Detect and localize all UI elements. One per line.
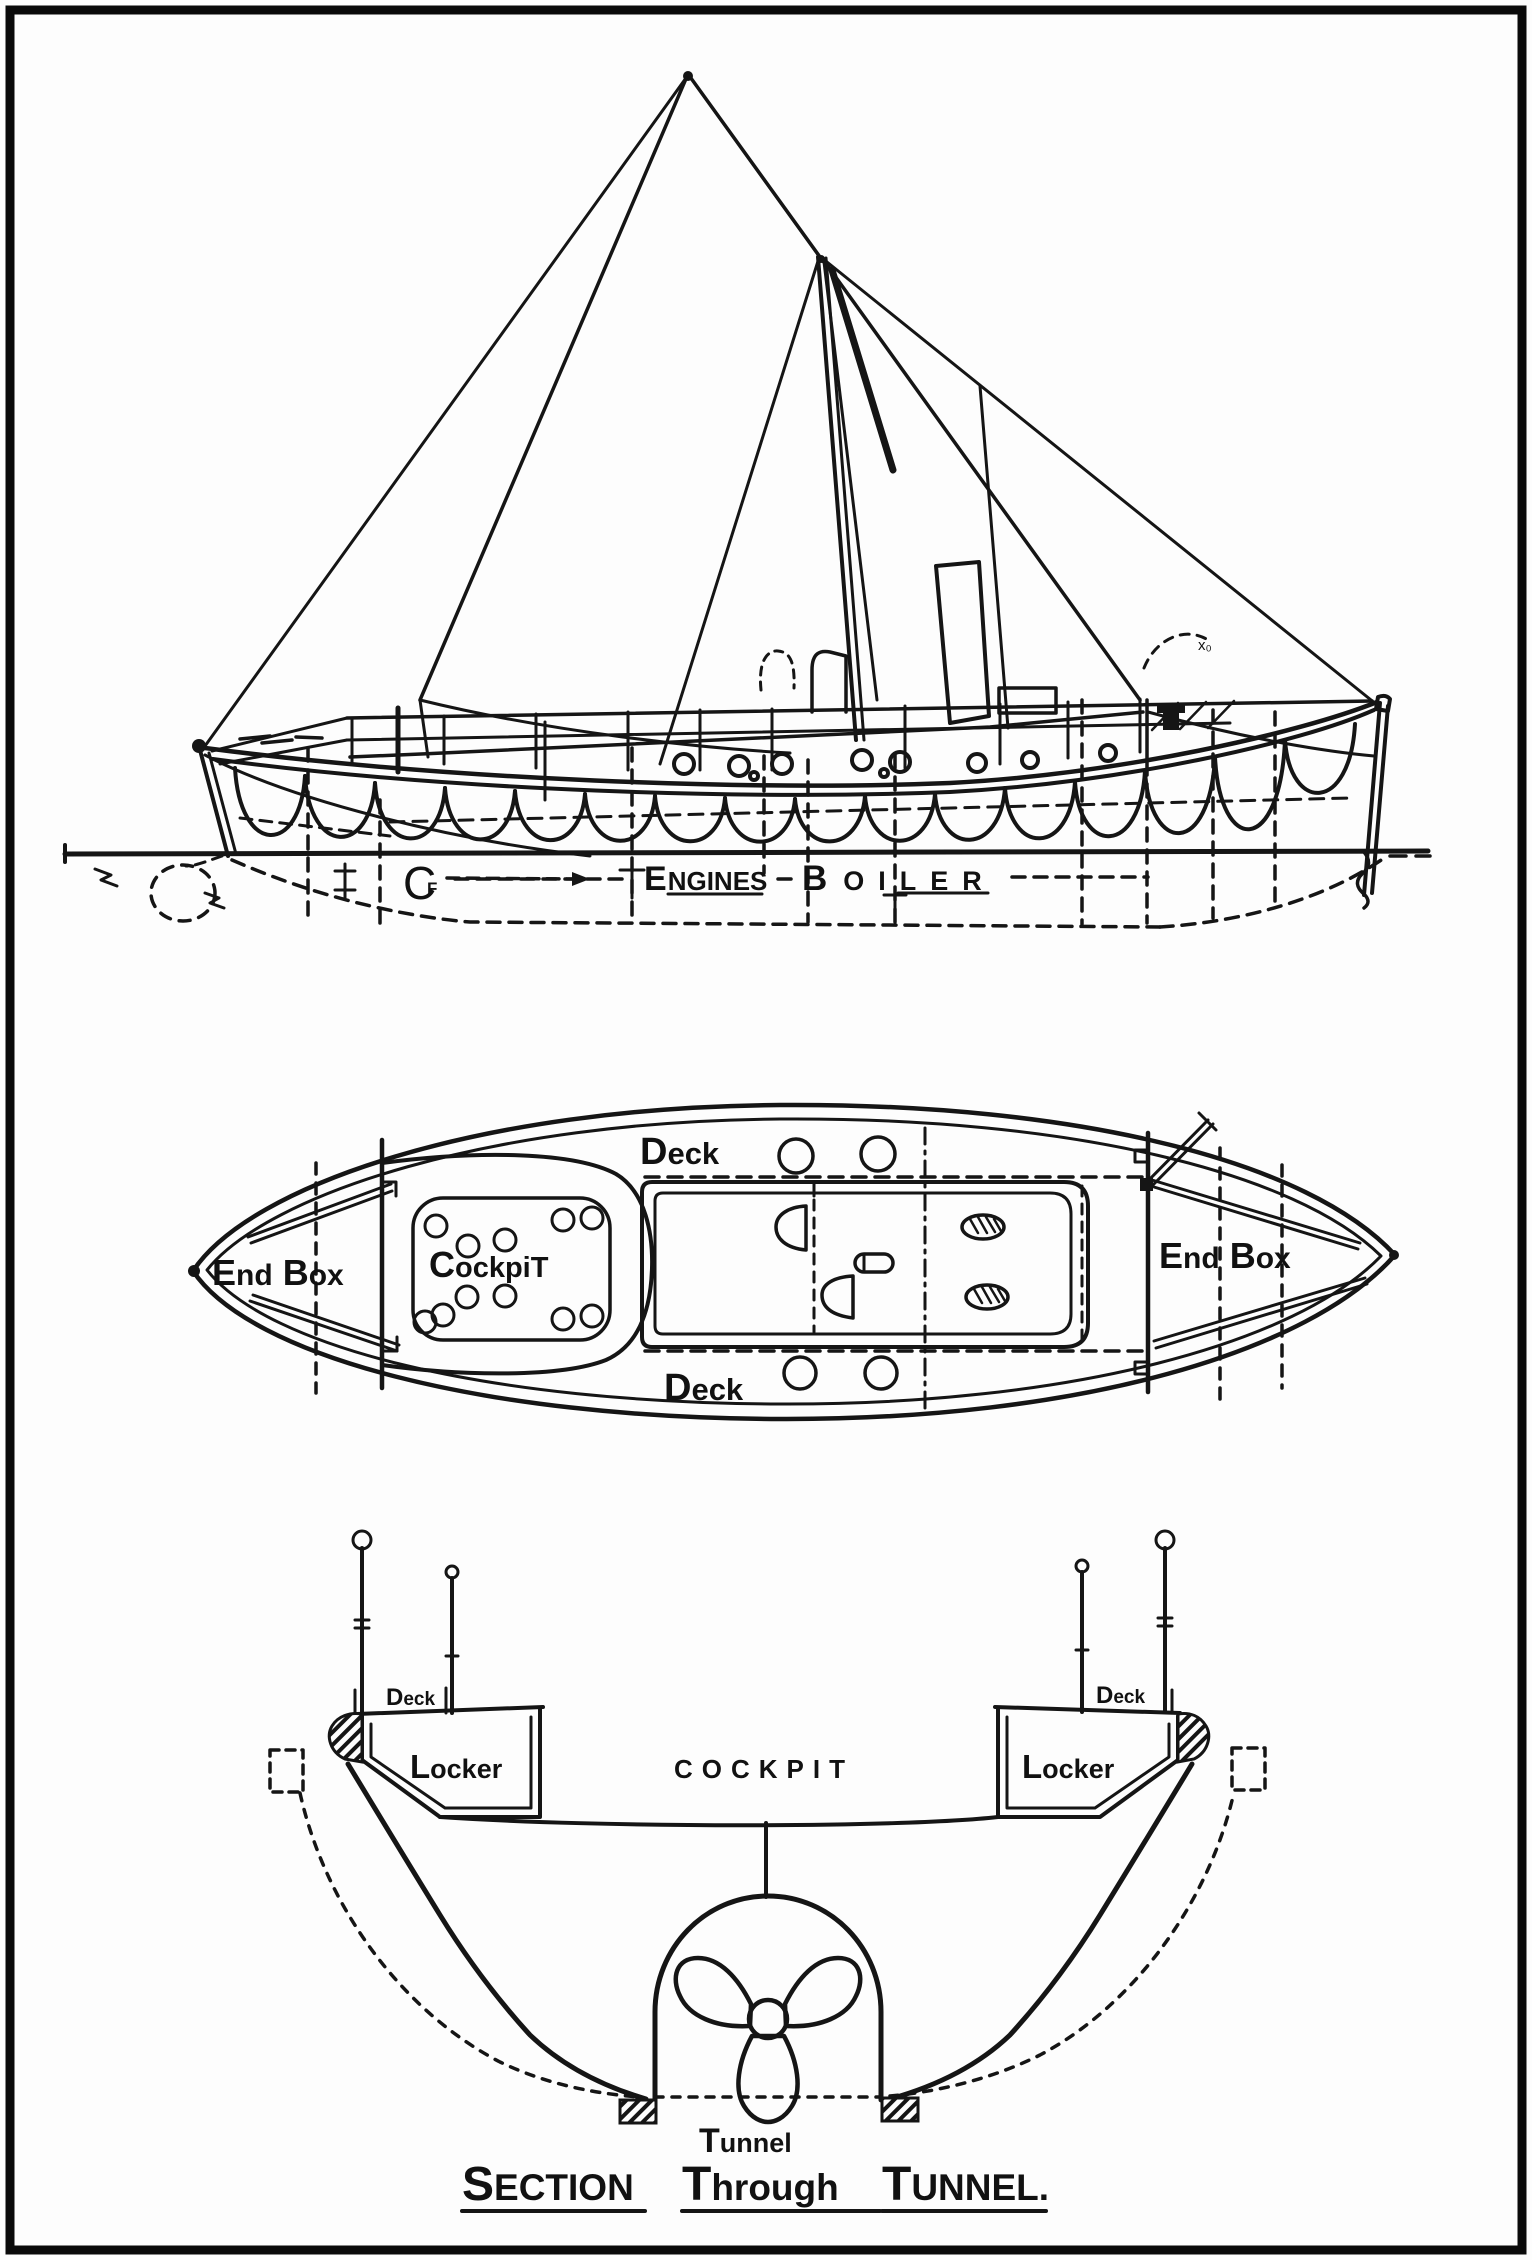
svg-text:Locker: Locker bbox=[410, 1748, 503, 1785]
svg-text:Tunnel: Tunnel bbox=[699, 2122, 792, 2160]
svg-text:Deck: Deck bbox=[386, 1684, 435, 1711]
svg-text:COCKPIT: COCKPIT bbox=[674, 1754, 854, 1784]
svg-text:Deck: Deck bbox=[664, 1367, 744, 1409]
svg-text:BOILER: BOILER bbox=[802, 859, 996, 898]
svg-text:F: F bbox=[427, 879, 437, 898]
svg-text:Locker: Locker bbox=[1022, 1748, 1115, 1785]
svg-text:End Box: End Box bbox=[1159, 1235, 1291, 1276]
svg-text:SECTION: SECTION bbox=[462, 2158, 634, 2211]
svg-text:x₀: x₀ bbox=[1198, 637, 1212, 654]
svg-text:TUNNEL.: TUNNEL. bbox=[882, 2158, 1049, 2211]
svg-text:Deck: Deck bbox=[640, 1131, 720, 1173]
svg-text:End Box: End Box bbox=[212, 1252, 344, 1293]
svg-text:C: C bbox=[403, 857, 436, 909]
svg-text:Through: Through bbox=[682, 2158, 839, 2211]
svg-text:Deck: Deck bbox=[1096, 1682, 1145, 1709]
svg-text:ENGINES: ENGINES bbox=[644, 860, 767, 898]
